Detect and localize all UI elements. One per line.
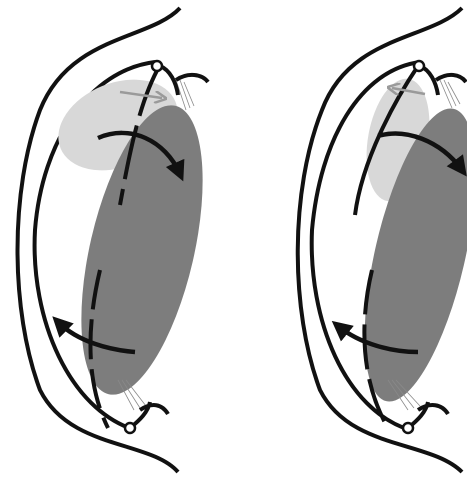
right-bottom-hook — [408, 402, 448, 428]
pivot-circle-icon — [125, 423, 135, 433]
pivot-circle-icon — [152, 61, 162, 71]
left-panel — [18, 8, 226, 472]
pivot-circle-icon — [403, 423, 413, 433]
right-top-hook — [420, 66, 466, 95]
left-bottom-hook — [130, 402, 168, 428]
pivot-circle-icon — [414, 61, 424, 71]
right-panel — [298, 8, 467, 472]
